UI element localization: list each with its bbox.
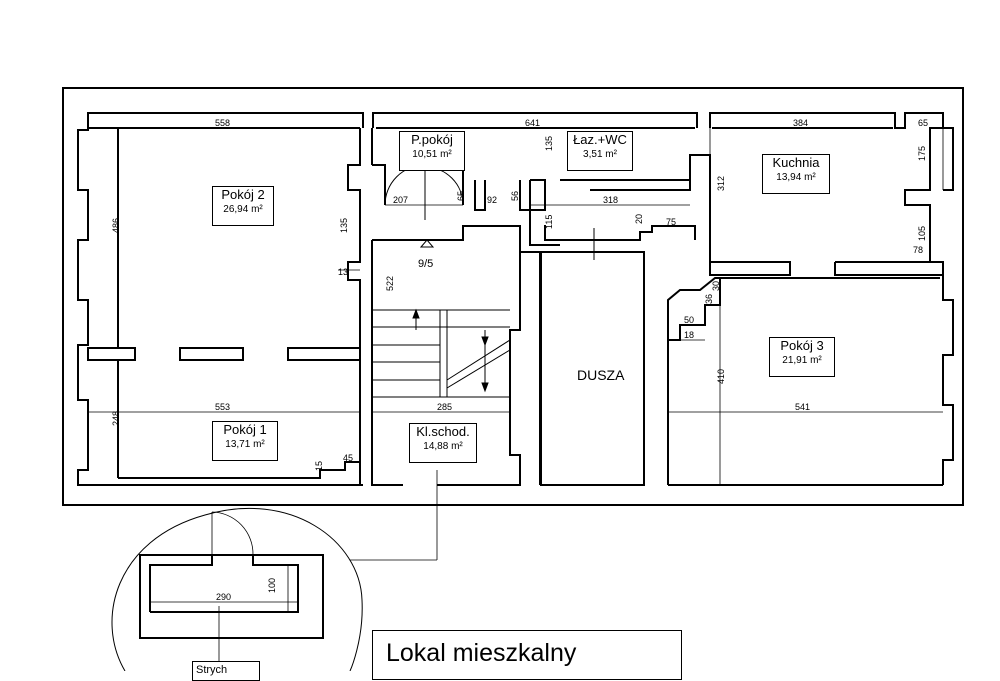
wall-pokoj3-right (942, 275, 954, 485)
wall-top-middle (372, 112, 698, 128)
dim-135-left: 135 (339, 218, 349, 233)
dim-75: 75 (666, 217, 676, 227)
dim-56: 56 (510, 191, 520, 201)
wall-kuchnia-bottom-b (834, 261, 944, 276)
wall-kuchnia-bottom-a (709, 258, 791, 276)
dim-135-top: 135 (544, 136, 554, 151)
room-label-klatka: Kl.schod. 14,88 m² (409, 423, 477, 463)
room-name: Pokój 3 (780, 338, 824, 353)
dusza-shaft (540, 251, 645, 486)
dim-13: 13 (338, 267, 348, 277)
wall-lazienka-top (560, 179, 691, 191)
dim-36: 36 (704, 294, 714, 304)
dim-410: 410 (716, 369, 726, 384)
wall-stair-bottom (437, 252, 521, 486)
room-area: 10,51 m² (412, 149, 452, 160)
staircase (372, 308, 511, 398)
room-label-pokoj1: Pokój 1 13,71 m² (212, 421, 278, 461)
room-label-lazienka: Łaz.+WC 3,51 m² (567, 131, 633, 171)
dim-92: 92 (487, 195, 497, 205)
dim-318: 318 (603, 195, 618, 205)
wall-right-outer (943, 127, 954, 191)
room-label-pokoj3: Pokój 3 21,91 m² (769, 337, 835, 377)
wall-lazienka-left (529, 179, 560, 246)
room-name: Kl.schod. (416, 424, 470, 439)
dim-558: 558 (215, 118, 230, 128)
dim-78: 78 (913, 245, 923, 255)
wall-lazienka-right (689, 154, 711, 258)
dim-285: 285 (437, 402, 452, 412)
storage-label-box: Strych (192, 661, 260, 681)
dim-115: 115 (544, 215, 554, 229)
dim-45: 45 (343, 453, 353, 463)
room-area: 26,94 m² (223, 204, 263, 215)
room-area: 14,88 m² (423, 441, 463, 452)
building-outline (62, 87, 964, 506)
dim-290: 290 (216, 592, 231, 602)
room-area: 13,71 m² (225, 439, 265, 450)
dim-50: 50 (684, 315, 694, 325)
dim-486: 486 (111, 218, 121, 233)
dim-30: 30 (711, 281, 721, 291)
room-name: P.pokój (411, 132, 453, 147)
room-area: 21,91 m² (782, 355, 822, 366)
partition-pokoj2-b (179, 347, 244, 361)
room-name: Kuchnia (772, 155, 820, 170)
wall-between-a (474, 180, 486, 211)
detail-callout (111, 507, 363, 671)
room-area: 3,51 m² (583, 149, 617, 160)
wall-pokoj2-right (347, 128, 361, 485)
dim-100: 100 (267, 578, 277, 593)
dim-312: 312 (716, 176, 726, 191)
dimension-lines (88, 127, 944, 485)
partition-pokoj2-a (87, 347, 136, 361)
wall-przedpokoj-left (372, 164, 386, 205)
detail-plan (139, 554, 324, 639)
dim-248: 248 (111, 411, 121, 426)
dim-65-door: 65 (456, 191, 466, 201)
wall-pokoj3-left (667, 277, 721, 485)
storage-label: Strych (196, 664, 228, 676)
title-box: Lokal mieszkalny (372, 630, 682, 680)
wall-stair-top (372, 225, 521, 252)
room-label-przedpokoj: P.pokój 10,51 m² (399, 131, 465, 171)
dim-65-top: 65 (918, 118, 928, 128)
wall-lazienka-bottom (544, 225, 696, 241)
room-name: Pokój 2 (221, 187, 265, 202)
drawing-title: Lokal mieszkalny (386, 639, 577, 667)
dim-522: 522 (385, 276, 395, 291)
partition-pokoj2-c (287, 347, 361, 361)
dim-641: 641 (525, 118, 540, 128)
wall-between-b (519, 180, 531, 211)
dim-175: 175 (917, 146, 927, 161)
level-marker-icon (419, 239, 435, 248)
room-name: Łaz.+WC (573, 132, 627, 147)
room-label-kuchnia: Kuchnia 13,94 m² (762, 154, 830, 194)
dim-15: 15 (314, 461, 324, 471)
level-mark: 9/5 (418, 258, 433, 270)
dusza-label: DUSZA (577, 367, 625, 383)
wall-top-right (709, 112, 944, 129)
dim-541: 541 (795, 402, 810, 412)
room-area: 13,94 m² (776, 172, 816, 183)
dim-20: 20 (634, 214, 644, 224)
dim-18: 18 (684, 330, 694, 340)
dim-384: 384 (793, 118, 808, 128)
room-name: Pokój 1 (223, 422, 267, 437)
dim-207: 207 (393, 195, 408, 205)
dim-553: 553 (215, 402, 230, 412)
wall-stair-right (520, 251, 541, 485)
wall-left-outer (77, 113, 89, 486)
dim-105: 105 (917, 226, 927, 241)
room-label-pokoj2: Pokój 2 26,94 m² (212, 186, 274, 226)
